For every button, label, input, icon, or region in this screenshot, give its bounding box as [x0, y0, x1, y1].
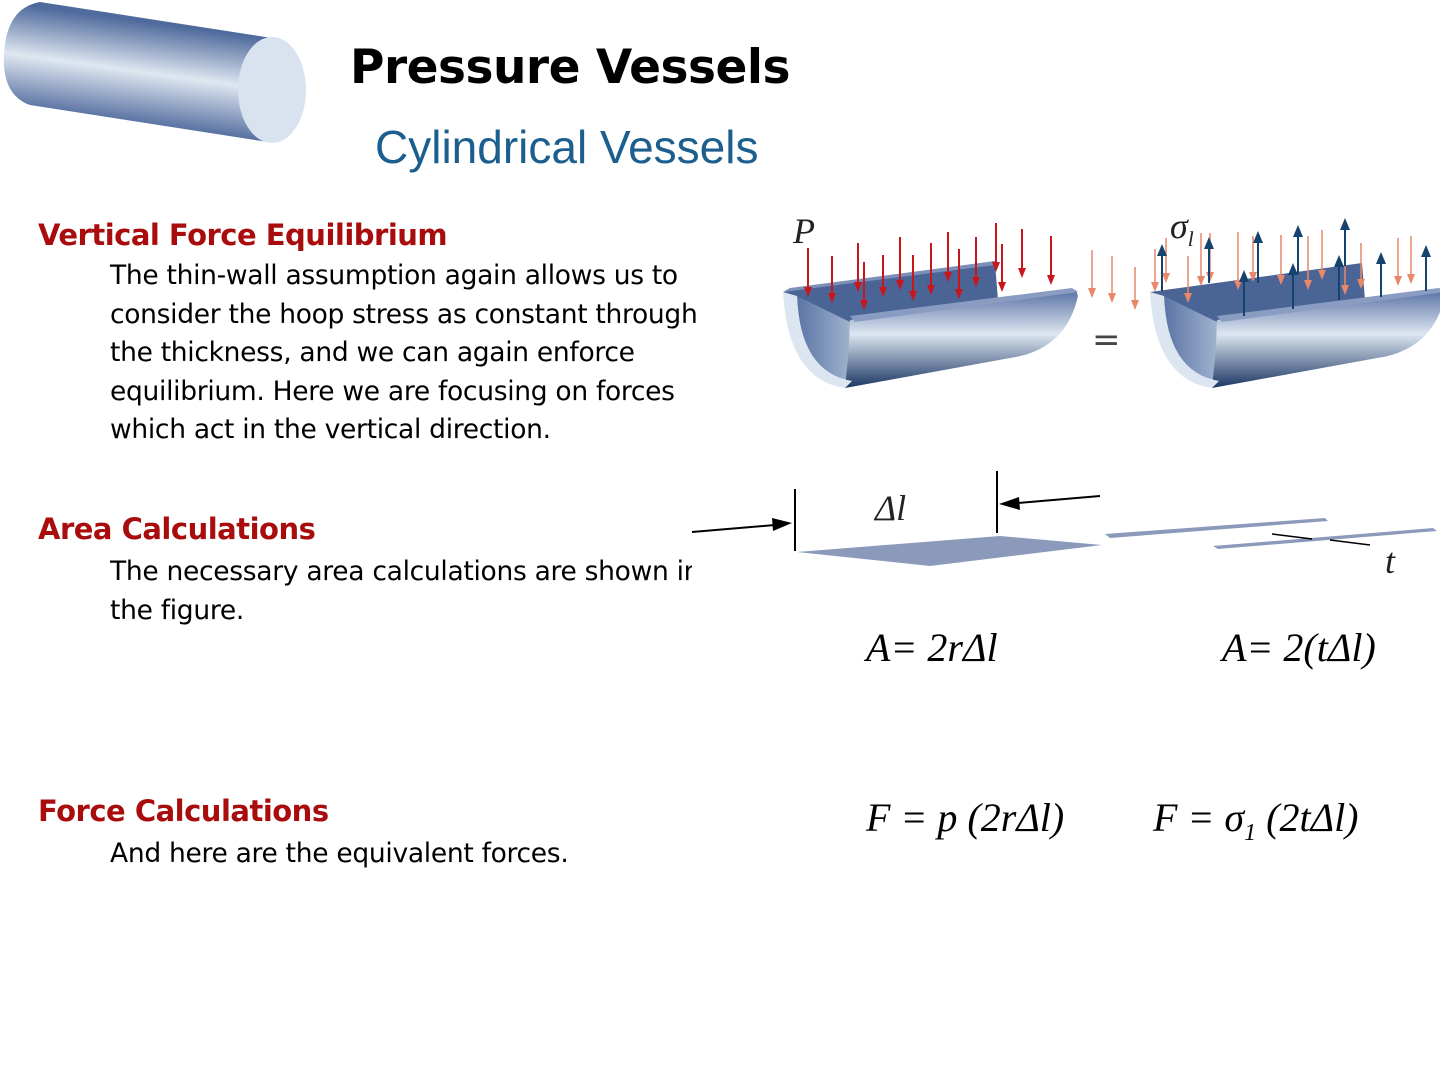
force-equation-right: F = σ1 (2tΔl): [1153, 794, 1359, 847]
arrowhead: [972, 277, 980, 287]
equals-sign: =: [1092, 320, 1121, 360]
body-line: And here are the equivalent forces.: [110, 838, 569, 869]
arrowhead: [1131, 300, 1139, 310]
body-line: The necessary area calculations are show…: [110, 556, 692, 587]
arrowhead: [1253, 231, 1263, 243]
trough-pressure: [783, 261, 1078, 388]
arrowhead: [1394, 276, 1402, 286]
section-heading-vertical-force: Vertical Force Equilibrium: [38, 218, 448, 252]
section-heading-area: Area Calculations: [38, 512, 316, 546]
arrowhead: [1162, 273, 1170, 283]
section-heading-force: Force Calculations: [38, 794, 329, 828]
body-line: consider the hoop stress as constant thr…: [110, 298, 698, 330]
arrowhead: [1234, 280, 1242, 290]
section-body-area: The necessary area calculations are show…: [110, 553, 692, 630]
arrowhead: [1108, 293, 1116, 303]
cylinder-illustration: [3, 2, 306, 143]
arrowhead: [1151, 282, 1159, 292]
force-equation-left: F = p (2rΔl): [866, 795, 1065, 840]
arrowhead: [1288, 263, 1298, 275]
area-equation-right: A= 2(tΔl): [1222, 625, 1376, 670]
arrowhead: [804, 287, 812, 297]
arrowhead: [944, 272, 952, 282]
arrowhead: [1304, 280, 1312, 290]
stress-arrows: [1088, 218, 1431, 316]
arrowhead: [1157, 244, 1167, 256]
force-right-prefix: F = σ: [1153, 795, 1245, 840]
body-line: which act in the vertical direction.: [110, 414, 551, 445]
section-body-force: And here are the equivalent forces.: [110, 835, 569, 874]
delta-l-label: Δl: [875, 488, 907, 528]
page-title: Pressure Vessels: [350, 40, 790, 95]
arrowhead: [927, 285, 935, 295]
body-line: equilibrium. Here we are focusing on for…: [110, 375, 675, 407]
arrowhead: [1249, 272, 1257, 282]
thickness-label: t: [1385, 541, 1396, 581]
arrowhead: [955, 289, 963, 299]
area-strip-diagram: [691, 471, 1437, 566]
arrowhead: [828, 293, 836, 303]
arrowhead: [1341, 285, 1349, 295]
body-line: the figure.: [110, 594, 244, 626]
force-right-subscript: 1: [1244, 820, 1257, 846]
pressure-label: P: [793, 211, 815, 251]
arrowhead: [1018, 268, 1026, 278]
arrowhead: [879, 287, 887, 297]
force-right-suffix: (2tΔl): [1256, 795, 1359, 840]
arrowhead: [1047, 275, 1055, 285]
body-line: The thin-wall assumption again allows us…: [110, 260, 678, 291]
arrowhead: [1407, 274, 1415, 284]
stress-label: σl: [1170, 205, 1194, 252]
trough-stress: [1150, 263, 1440, 388]
arrowhead: [1340, 218, 1350, 230]
body-line: the thickness, and we can again enforce: [110, 337, 635, 368]
stress-symbol: σ: [1170, 206, 1188, 246]
arrowhead: [1239, 270, 1249, 282]
arrowhead: [1293, 225, 1303, 237]
half-cylinder-figures: [691, 218, 1440, 566]
arrowhead: [1421, 245, 1431, 257]
arrowhead: [1197, 276, 1205, 286]
arrowhead: [1376, 252, 1386, 264]
arrowhead: [896, 280, 904, 290]
arrowhead: [854, 282, 862, 292]
arrowhead: [1204, 237, 1214, 249]
area-equation-left: A= 2rΔl: [866, 625, 998, 670]
arrowhead: [860, 300, 868, 310]
arrowhead: [992, 262, 1000, 272]
page-subtitle: Cylindrical Vessels: [375, 121, 759, 173]
arrowhead: [998, 282, 1006, 292]
arrowhead: [1318, 270, 1326, 280]
pressure-arrows: [804, 223, 1055, 310]
arrowhead: [909, 291, 917, 301]
arrowhead: [1088, 288, 1096, 298]
stress-subscript: l: [1187, 227, 1194, 252]
arrowhead: [1184, 293, 1192, 303]
arrowhead: [1277, 275, 1285, 285]
section-body-vertical-force: The thin-wall assumption again allows us…: [110, 257, 698, 450]
arrowhead: [1357, 279, 1365, 289]
arrowhead: [1334, 255, 1344, 267]
